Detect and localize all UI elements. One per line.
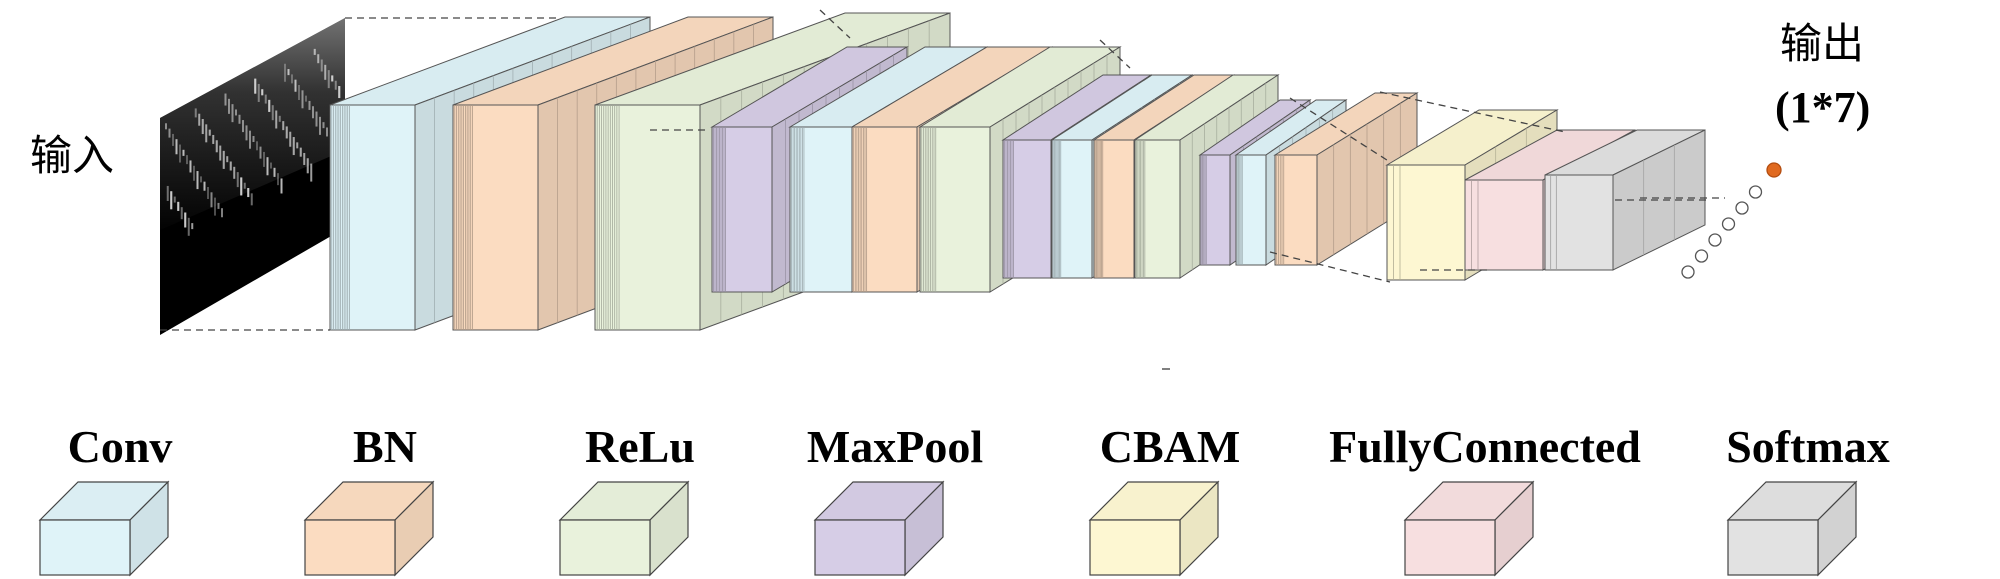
output-size-label: (1*7) bbox=[1775, 83, 1870, 132]
legend-label: Conv bbox=[68, 421, 173, 472]
projection-lines bbox=[160, 9, 1725, 331]
legend-item-conv: Conv bbox=[38, 421, 173, 577]
legend-item-bn: BN bbox=[303, 421, 435, 577]
legend-cube-icon bbox=[1403, 480, 1535, 577]
input-label: 输入 bbox=[30, 131, 114, 180]
output-neuron bbox=[1681, 265, 1695, 279]
legend: Conv BN ReLu MaxPool CBAM FullyConnected Softm… bbox=[38, 421, 1890, 577]
legend-item-maxpool: MaxPool bbox=[807, 421, 983, 577]
legend-cube-icon bbox=[303, 480, 435, 577]
legend-item-relu: ReLu bbox=[558, 421, 695, 577]
legend-cube-icon bbox=[1726, 480, 1858, 577]
output-neuron bbox=[1735, 201, 1749, 215]
legend-cube-icon bbox=[558, 480, 690, 577]
legend-label: MaxPool bbox=[807, 421, 983, 472]
legend-label: BN bbox=[353, 421, 417, 472]
output-neuron bbox=[1748, 185, 1763, 199]
input-feature-map bbox=[160, 18, 345, 335]
legend-label: CBAM bbox=[1100, 421, 1241, 472]
legend-cube-icon bbox=[1088, 480, 1220, 577]
legend-cube-icon bbox=[38, 480, 170, 577]
layer-block-softmax bbox=[1544, 129, 1706, 271]
output-neuron bbox=[1694, 249, 1709, 263]
legend-item-softmax: Softmax bbox=[1726, 421, 1890, 577]
legend-label: Softmax bbox=[1726, 421, 1890, 472]
legend-item-cbam: CBAM bbox=[1088, 421, 1241, 577]
layer-stack bbox=[329, 12, 1706, 331]
legend-label: FullyConnected bbox=[1329, 421, 1641, 472]
legend-cube-icon bbox=[813, 480, 945, 577]
output-neurons bbox=[1681, 162, 1782, 279]
output-neuron-active bbox=[1766, 162, 1782, 178]
output-neuron bbox=[1708, 233, 1722, 247]
legend-item-fc: FullyConnected bbox=[1329, 421, 1641, 577]
legend-label: ReLu bbox=[585, 421, 695, 472]
output-neuron bbox=[1721, 217, 1736, 231]
output-label: 输出 bbox=[1780, 19, 1864, 68]
